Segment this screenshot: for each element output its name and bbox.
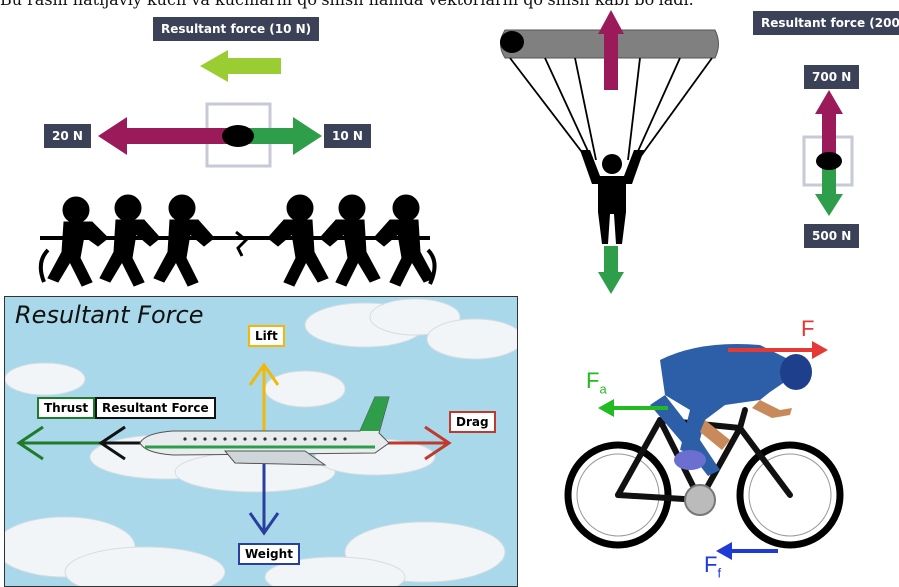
- cyclist-force-arrow: [728, 341, 828, 359]
- up-force-arrow-700n: [815, 90, 843, 160]
- right-force-label: 10 N: [324, 124, 371, 148]
- ff-subscript: f: [717, 565, 722, 581]
- airplane-canvas: [5, 298, 517, 586]
- drag-label: Drag: [449, 411, 496, 433]
- object-dot-right: [816, 152, 842, 170]
- weight-label: Weight: [238, 543, 300, 565]
- f-text: F: [801, 316, 815, 341]
- cyclist-icon: [564, 344, 844, 549]
- left-force-label: 20 N: [44, 124, 91, 148]
- airplane-icon: [139, 396, 390, 466]
- resultant-force-10n-label: Resultant force (10 N): [153, 17, 320, 41]
- friction-label: Ff: [704, 552, 721, 580]
- airplane-panel: Resultant Force Lift Thrust Resultant Fo…: [4, 296, 518, 587]
- resultant-force-200n-label: Resultant force (200 N): [753, 11, 899, 35]
- lift-label: Lift: [248, 325, 285, 347]
- fa-subscript: a: [599, 381, 607, 397]
- air-resistance-label: Fa: [586, 368, 607, 396]
- weight-arrow: [248, 455, 280, 536]
- down-force-label: 500 N: [804, 224, 860, 248]
- caption-text: Bu rasm natijaviy kuch va kuchlarni qo's…: [0, 0, 694, 9]
- object-dot: [222, 125, 254, 147]
- friction-arrow: [716, 542, 778, 560]
- up-force-label: 700 N: [804, 65, 860, 89]
- parachute-up-arrow: [598, 10, 624, 90]
- parachute-down-arrow: [598, 246, 624, 294]
- panel-title: Resultant Force: [15, 301, 204, 329]
- tug-of-war-people-icon: [38, 194, 437, 287]
- ff-text: F: [704, 552, 718, 577]
- cyclist-force-label: F: [801, 316, 814, 342]
- resultant-force-label: Resultant Force: [95, 397, 216, 419]
- resultant-arrow-10n: [200, 50, 281, 82]
- air-resistance-arrow: [598, 399, 668, 417]
- left-force-arrow: [98, 117, 240, 155]
- thrust-label: Thrust: [37, 397, 96, 419]
- lift-arrow: [248, 362, 280, 437]
- resultant-arrow: [98, 425, 147, 461]
- fa-text: F: [586, 368, 600, 393]
